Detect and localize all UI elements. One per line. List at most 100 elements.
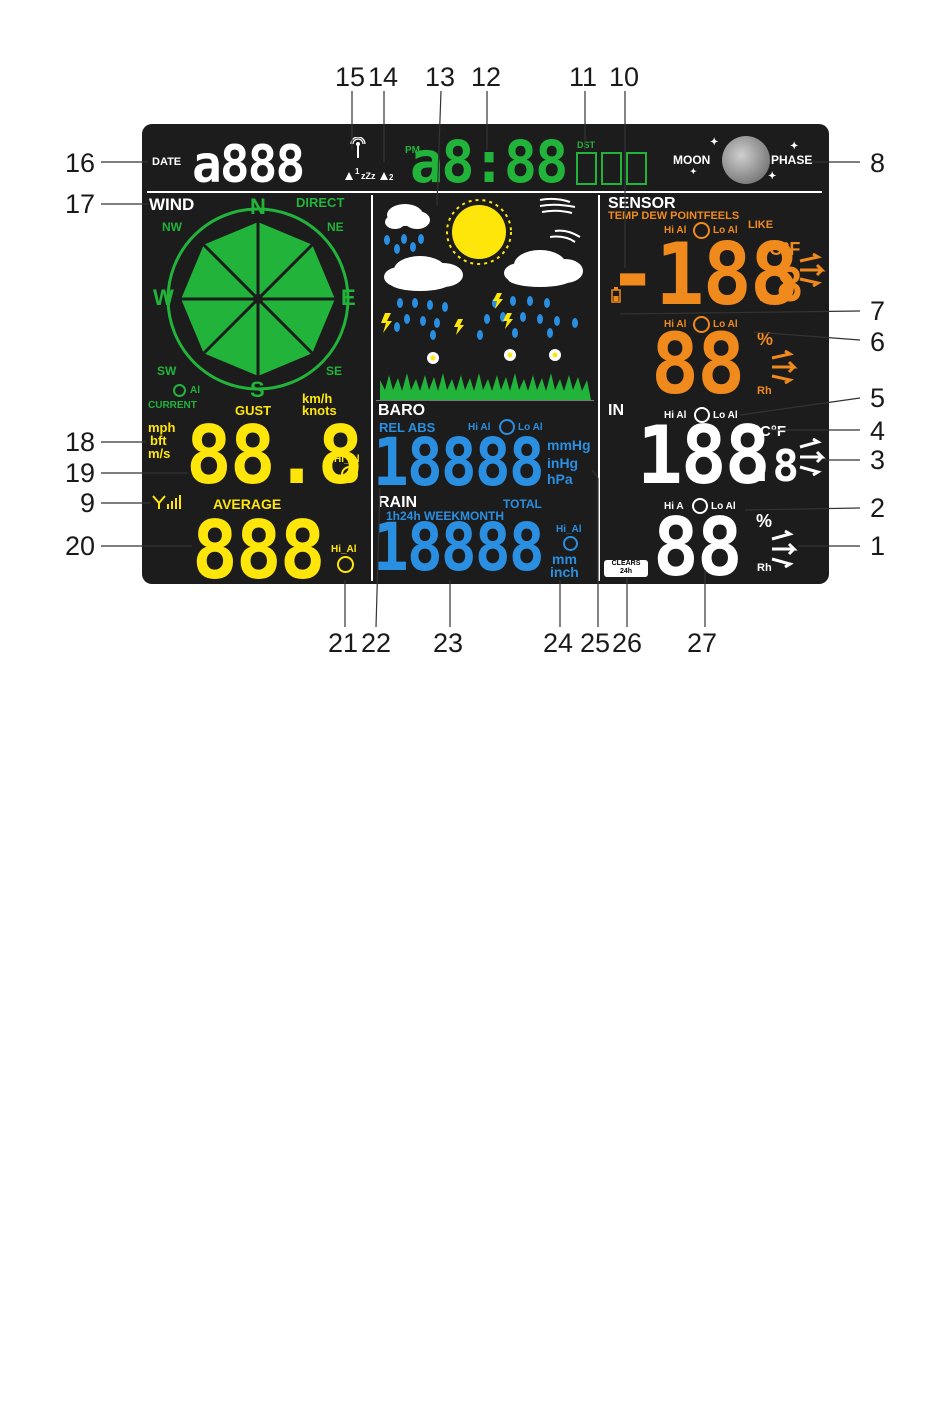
wind-compass-rose bbox=[166, 207, 350, 391]
compass-s: S bbox=[250, 377, 265, 402]
indoor-percent-unit: % bbox=[756, 511, 773, 531]
callout-number: 24 bbox=[543, 628, 574, 658]
wind-average-display: 888 bbox=[192, 504, 325, 597]
indoor-temp-unit: °C°F bbox=[754, 423, 786, 440]
sensor-temp-alert-icon bbox=[693, 222, 710, 239]
sensor-like-label: LIKE bbox=[748, 219, 774, 231]
indoor-hum-lo-al: Lo Al bbox=[711, 501, 736, 512]
vertical-divider-left bbox=[371, 195, 373, 581]
callout-leader-lines bbox=[101, 90, 861, 628]
sensor-hum-lo-al: Lo Al bbox=[713, 319, 738, 330]
weather-forecast-icons bbox=[380, 197, 591, 400]
weekday-segment-2 bbox=[601, 152, 622, 185]
callout-number: 22 bbox=[361, 628, 392, 658]
current-alert-icon bbox=[173, 384, 186, 397]
sensor-temp-unit: °C°F bbox=[762, 239, 801, 259]
gust-alert-icon bbox=[341, 466, 358, 483]
callout-number: 12 bbox=[471, 62, 502, 92]
moon-phase-icon bbox=[722, 136, 770, 184]
inhg-unit: inHg bbox=[547, 455, 579, 471]
sensor-temp-hi-al: Hi Al bbox=[664, 225, 687, 236]
ms-label: m/s bbox=[148, 446, 171, 461]
hpa-unit: hPa bbox=[547, 471, 573, 487]
star-icon: ✦ bbox=[790, 141, 799, 152]
callout-number: 6 bbox=[870, 327, 886, 357]
signal-strength-icon bbox=[152, 495, 181, 509]
rain-total-label: TOTAL bbox=[503, 497, 542, 511]
compass-w: W bbox=[153, 285, 174, 310]
alarm-bell-icon-2 bbox=[380, 172, 388, 180]
indoor-temp-alert-icon bbox=[694, 407, 710, 423]
average-alert-icon bbox=[337, 556, 354, 573]
time-display: a8:88 bbox=[410, 128, 568, 196]
indoor-rh-unit: Rh bbox=[757, 562, 772, 574]
baro-hi-al-label: Hi Al bbox=[468, 422, 491, 433]
vertical-divider-right bbox=[598, 195, 600, 581]
weekday-segment-3 bbox=[626, 152, 647, 185]
star-icon: ✦ bbox=[710, 137, 719, 148]
callout-number: 5 bbox=[870, 383, 886, 413]
baro-pressure-display: 18888 bbox=[373, 424, 545, 501]
clears-24h-badge: CLEARS 24h bbox=[604, 560, 648, 577]
sensor-humidity-display: 88 bbox=[651, 315, 745, 413]
rain-hi-al-label: Hi_Al bbox=[556, 524, 582, 535]
callout-number: 9 bbox=[80, 488, 96, 518]
callout-number: 3 bbox=[870, 445, 886, 475]
bft-label: bft bbox=[150, 433, 167, 448]
average-label: AVERAGE bbox=[213, 496, 282, 512]
callout-number: 2 bbox=[870, 493, 886, 523]
compass-ne: NE bbox=[327, 220, 344, 234]
pm-indicator: PM bbox=[405, 145, 420, 156]
callout-number: 19 bbox=[65, 458, 96, 488]
callout-number: 8 bbox=[870, 148, 886, 178]
sensor-temperature-decimal: .8 bbox=[750, 258, 803, 312]
indoor-temp-lo-al: Lo Al bbox=[713, 410, 738, 421]
compass-se: SE bbox=[326, 364, 343, 378]
date-display: a888 bbox=[192, 135, 305, 195]
callout-number: 4 bbox=[870, 416, 886, 446]
callout-number: 14 bbox=[368, 62, 399, 92]
alarm-2-label: 2 bbox=[389, 173, 394, 182]
rain-title: RAIN bbox=[378, 494, 418, 511]
baro-alert-icon bbox=[499, 419, 515, 435]
indoor-humidity-display: 88 bbox=[653, 501, 743, 594]
sensor-mode-labels: TEMP DEW POINTFEELS bbox=[608, 210, 740, 222]
inch-unit: inch bbox=[550, 564, 579, 580]
gust-label: GUST bbox=[235, 403, 272, 418]
callout-number: 20 bbox=[65, 531, 96, 561]
sensor-percent-unit: % bbox=[757, 329, 774, 349]
sensor-hum-alert-icon bbox=[693, 316, 710, 333]
clears-label: CLEARS bbox=[611, 560, 641, 567]
indoor-title: IN bbox=[608, 402, 624, 419]
callout-number: 13 bbox=[425, 62, 456, 92]
callout-number: 17 bbox=[65, 189, 96, 219]
callout-number: 27 bbox=[687, 628, 718, 658]
current-al-label: Al bbox=[190, 385, 200, 396]
mmhg-unit: mmHg bbox=[547, 437, 591, 453]
alarm-bell-icon-1 bbox=[345, 172, 353, 180]
indoor-temperature-display: 188 bbox=[637, 409, 770, 502]
alarm-1-label: 1 bbox=[355, 167, 360, 176]
phase-label: PHASE bbox=[771, 153, 813, 167]
compass-sw: SW bbox=[157, 364, 177, 378]
radio-signal-icon bbox=[350, 137, 366, 158]
callout-number: 18 bbox=[65, 427, 96, 457]
compass-n: N bbox=[250, 194, 266, 219]
date-label: DATE bbox=[152, 156, 182, 168]
mm-unit: mm bbox=[552, 551, 577, 567]
star-icon: ✦ bbox=[690, 167, 697, 176]
temp-trend-arrow-icon bbox=[799, 253, 826, 287]
callout-number: 16 bbox=[65, 148, 96, 178]
weekday-segment-1 bbox=[576, 152, 597, 185]
callout-number: 15 bbox=[335, 62, 366, 92]
average-hi-al-label: Hi_Al bbox=[331, 544, 357, 555]
humidity-trend-arrow-icon bbox=[771, 350, 798, 384]
rain-amount-display: 18888 bbox=[373, 509, 545, 586]
battery-low-icon bbox=[611, 287, 621, 303]
mph-label: mph bbox=[148, 420, 176, 435]
wind-direct-label: DIRECT bbox=[296, 195, 345, 210]
callout-number: 10 bbox=[609, 62, 640, 92]
callout-number: 11 bbox=[569, 62, 598, 92]
indoor-temperature-decimal: .8 bbox=[748, 441, 799, 492]
moon-label: MOON bbox=[673, 153, 711, 167]
